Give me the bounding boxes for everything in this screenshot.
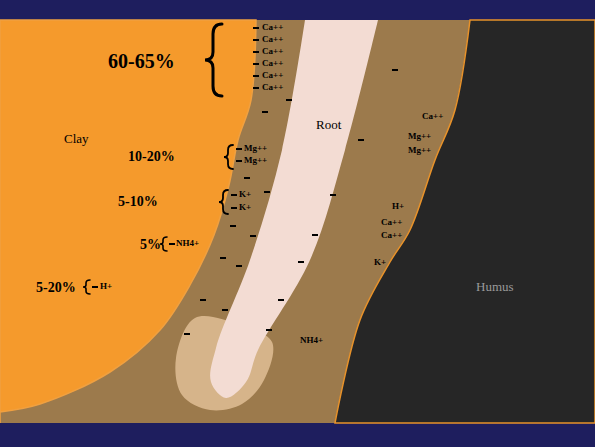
charge-mark [253, 51, 259, 53]
charge-mark [253, 27, 259, 29]
charge-mark [358, 139, 364, 141]
cation-label: Ca++ [262, 59, 283, 68]
charge-mark [253, 39, 259, 41]
percent-label: 5% [140, 238, 161, 252]
charge-mark [330, 194, 336, 196]
cation-label: Ca++ [262, 23, 283, 32]
bracket [160, 237, 167, 251]
percent-label: 60-65% [108, 51, 175, 71]
soil-ground [0, 20, 595, 423]
charge-mark [92, 286, 98, 288]
bracket [205, 24, 222, 96]
cation-label: NH4+ [176, 239, 199, 248]
cation-label: Ca++ [422, 112, 443, 121]
charge-mark [230, 225, 236, 227]
cation-label: Mg++ [244, 144, 267, 153]
charge-mark [220, 257, 226, 259]
charge-mark [231, 194, 237, 196]
charge-mark [200, 299, 206, 301]
cation-label: Mg++ [408, 146, 431, 155]
bracket [219, 190, 228, 214]
charge-mark [236, 265, 242, 267]
percent-label: 5-10% [118, 195, 158, 209]
humus-region [335, 20, 595, 423]
charge-mark [253, 63, 259, 65]
cation-label: Ca++ [381, 218, 402, 227]
charge-mark [278, 299, 284, 301]
cation-label: NH4+ [300, 336, 323, 345]
charge-mark [286, 99, 292, 101]
charge-mark [231, 207, 237, 209]
charge-mark [222, 309, 228, 311]
charge-mark [264, 191, 270, 193]
charge-mark [253, 75, 259, 77]
cation-label: Ca++ [381, 231, 402, 240]
root-body [210, 20, 378, 398]
cation-label: K+ [239, 190, 251, 199]
cation-label: K+ [239, 203, 251, 212]
cation-label: Ca++ [262, 83, 283, 92]
cation-label: Mg++ [408, 132, 431, 141]
cation-label: H+ [100, 282, 112, 291]
cation-label: Ca++ [262, 35, 283, 44]
charge-mark [236, 148, 242, 150]
negative-charges [92, 28, 398, 334]
region-name: Humus [476, 280, 514, 293]
bracket [83, 280, 90, 294]
charge-mark [392, 69, 398, 71]
charge-mark [266, 329, 272, 331]
charge-mark [236, 160, 242, 162]
charge-mark [298, 261, 304, 263]
region-name: Root [316, 118, 342, 131]
brackets [83, 24, 233, 294]
cation-label: Ca++ [262, 71, 283, 80]
percent-label: 5-20% [36, 281, 76, 295]
percent-label: 10-20% [128, 150, 175, 164]
charge-mark [244, 177, 250, 179]
region-name: Clay [64, 132, 89, 145]
cation-label: H+ [392, 202, 404, 211]
charge-mark [184, 333, 190, 335]
region-label-box: Root [314, 116, 344, 133]
bracket [224, 145, 233, 169]
charge-mark [250, 235, 256, 237]
cation-label: Mg++ [244, 156, 267, 165]
region-label-box: Clay [62, 130, 91, 147]
cation-label: K+ [374, 258, 386, 267]
cation-label: Ca++ [262, 47, 283, 56]
charge-mark [262, 111, 268, 113]
charge-mark [169, 243, 175, 245]
charge-mark [253, 87, 259, 89]
charge-mark [312, 234, 318, 236]
region-label-box: Humus [474, 278, 516, 295]
